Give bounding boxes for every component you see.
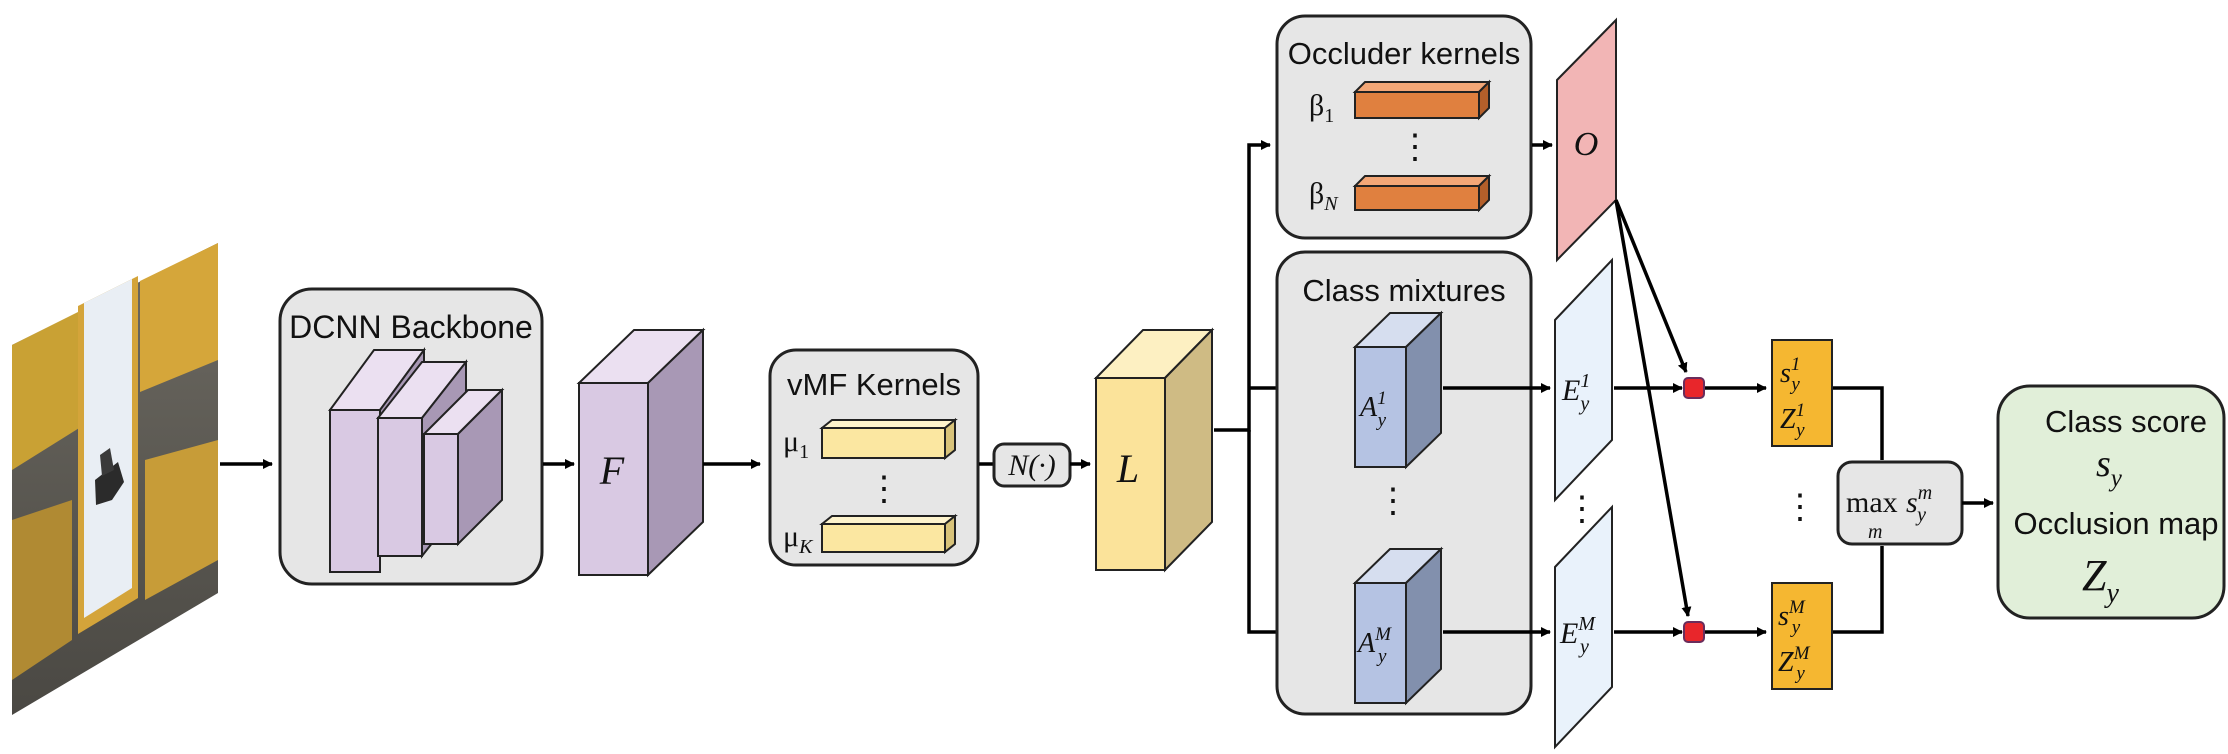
line-score-1-to-max	[1833, 386, 1884, 460]
vmf-dots: ⋮	[867, 471, 901, 508]
backbone-title: DCNN Backbone	[289, 309, 533, 345]
input-image	[12, 243, 218, 715]
score-m-z-sub: y	[1794, 663, 1805, 684]
occluder-kernel-1	[1352, 79, 1492, 121]
svg-text:μ1: μ1	[783, 425, 809, 463]
max-operator: max	[1846, 486, 1898, 519]
score-box-1	[1771, 339, 1833, 447]
occlusion-map-symbol: Z	[2082, 551, 2107, 600]
svg-text:sy: sy	[2096, 443, 2123, 492]
max-symbol: s	[1906, 486, 1918, 519]
expectation-m-sub: y	[1578, 636, 1589, 658]
vmf-kernel-1-symbol: μ	[783, 425, 799, 458]
expectation-1-sub: y	[1578, 393, 1589, 415]
svg-text:A1y: A1y	[1358, 388, 1387, 431]
score-1-s-sup: 1	[1791, 354, 1801, 375]
likelihood-symbol: L	[1116, 446, 1139, 491]
combine-node-1	[1683, 377, 1705, 399]
max-sup: m	[1918, 482, 1932, 504]
output-box	[1996, 384, 2226, 620]
svg-text:ZMy: ZMy	[1778, 643, 1811, 684]
occluder-title: Occluder kernels	[1288, 36, 1521, 71]
feature-map-f	[576, 327, 706, 578]
feature-map-symbol: F	[599, 448, 625, 493]
backbone-cube-3	[421, 387, 505, 547]
mixture-dots: ⋮	[1376, 483, 1410, 520]
vmf-kernel-1	[819, 417, 958, 461]
mixture-m-sub: y	[1376, 646, 1387, 667]
line-score-m-to-max	[1833, 546, 1884, 634]
svg-text:smy: smy	[1906, 482, 1932, 526]
svg-text:βN: βN	[1309, 177, 1339, 215]
svg-text:sMy: sMy	[1778, 597, 1806, 638]
expectation-dots: ⋮	[1565, 491, 1599, 528]
class-score-symbol: s	[2096, 443, 2111, 485]
svg-text:s1y: s1y	[1780, 354, 1800, 395]
svg-text:AMy: AMy	[1356, 624, 1392, 667]
occluder-kernel-n	[1352, 173, 1492, 213]
svg-text:Z1y: Z1y	[1780, 400, 1805, 441]
class-mixtures-title: Class mixtures	[1302, 273, 1505, 308]
score-1-s-sub: y	[1789, 374, 1800, 395]
occluder-kernel-n-subscript: N	[1323, 193, 1339, 215]
mixture-m-sup: M	[1374, 624, 1392, 645]
score-dots: ⋮	[1783, 489, 1817, 526]
arrow-l-to-occluder	[1214, 140, 1271, 432]
svg-text:μK: μK	[783, 520, 814, 558]
vmf-kernel-1-subscript: 1	[799, 441, 809, 463]
mixture-1-sup: 1	[1377, 388, 1387, 409]
arrow-o-to-combine-1	[1614, 199, 1688, 373]
occlusion-map-subscript: y	[2103, 578, 2119, 609]
vmf-title: vMF Kernels	[787, 367, 961, 402]
score-m-z-symbol: Z	[1778, 647, 1794, 678]
max-sub: y	[1915, 504, 1926, 526]
occluder-kernel-1-subscript: 1	[1324, 105, 1334, 127]
score-m-s-sup: M	[1788, 597, 1806, 618]
vmf-kernel-k-symbol: μ	[783, 520, 799, 553]
expectation-m-symbol: E	[1559, 617, 1578, 650]
mixture-block-m	[1352, 546, 1444, 706]
mixture-block-1	[1352, 310, 1444, 470]
class-mixtures-panel	[1275, 250, 1533, 716]
occluder-kernel-n-symbol: β	[1309, 177, 1324, 210]
expectation-m-sup: M	[1577, 613, 1596, 635]
mixture-1-sub: y	[1376, 410, 1387, 431]
normalization-label: N(·)	[1007, 449, 1056, 482]
score-1-z-sup: 1	[1796, 400, 1806, 421]
expectation-panel-m	[1554, 504, 1613, 750]
likelihood-block-l	[1093, 327, 1215, 573]
occlusion-symbol: O	[1574, 126, 1599, 163]
svg-text:E1y: E1y	[1561, 370, 1590, 415]
score-1-z-sub: y	[1794, 420, 1805, 441]
score-1-z-symbol: Z	[1780, 404, 1796, 435]
mixture-1-symbol: A	[1358, 392, 1378, 423]
svg-text:EMy: EMy	[1559, 613, 1596, 658]
vmf-kernel-k-subscript: K	[798, 536, 814, 558]
vmf-kernel-k	[819, 513, 958, 555]
arrow-o-to-combine-m	[1614, 199, 1692, 617]
score-m-s-symbol: s	[1778, 601, 1789, 632]
occluder-dots: ⋮	[1398, 129, 1432, 166]
svg-text:β1: β1	[1309, 89, 1334, 127]
expectation-1-sup: 1	[1580, 370, 1590, 392]
class-score-label: Class score	[2045, 404, 2207, 439]
expectation-panel-1	[1554, 257, 1613, 503]
score-1-s-symbol: s	[1780, 358, 1791, 389]
mixture-m-symbol: A	[1356, 628, 1376, 659]
score-m-s-sub: y	[1790, 617, 1801, 638]
svg-text:Zy: Zy	[2082, 551, 2119, 609]
score-box-m	[1771, 582, 1833, 690]
max-operator-subscript: m	[1868, 521, 1882, 543]
occlusion-map-label: Occlusion map	[2013, 506, 2218, 541]
score-m-z-sup: M	[1793, 643, 1811, 664]
occluder-kernel-1-symbol: β	[1309, 89, 1324, 122]
expectation-1-symbol: E	[1561, 374, 1580, 407]
combine-node-m	[1683, 621, 1705, 643]
class-score-subscript: y	[2108, 465, 2123, 492]
